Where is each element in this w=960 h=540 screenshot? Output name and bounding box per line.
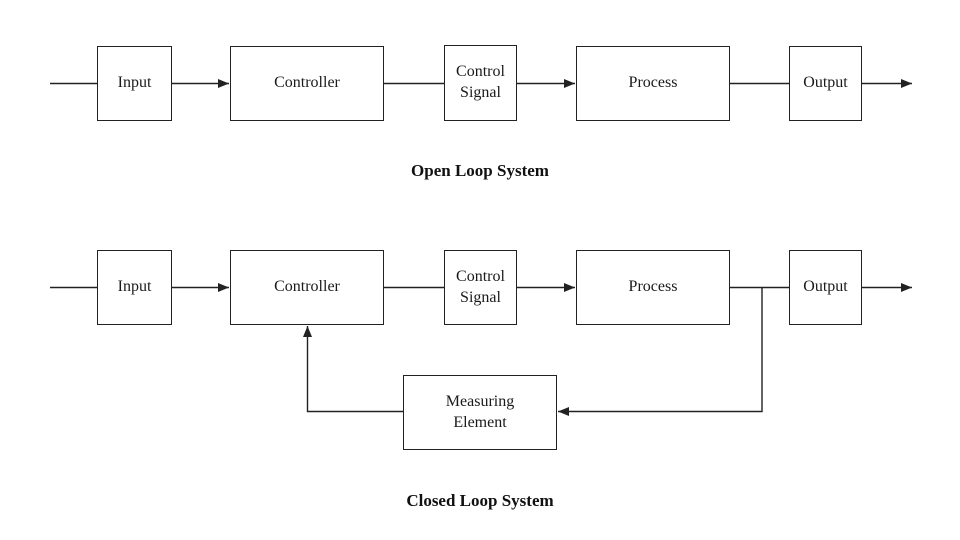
closed-loop-control-signal-box: Control Signal bbox=[444, 250, 517, 325]
closed-loop-process-box: Process bbox=[576, 250, 730, 325]
closed-loop-controller-label: Controller bbox=[274, 278, 340, 296]
open-loop-output-label: Output bbox=[803, 74, 848, 92]
open-loop-controller-box: Controller bbox=[230, 46, 384, 121]
open-loop-control-signal-box: Control Signal bbox=[444, 45, 517, 121]
closed-loop-measuring-element-label: Measuring Element bbox=[445, 392, 515, 431]
cl-measuring-to-controller-arrow bbox=[303, 326, 403, 413]
closed-loop-input-box: Input bbox=[97, 250, 172, 325]
open-loop-output-box: Output bbox=[789, 46, 862, 121]
open-loop-input-label: Input bbox=[117, 74, 152, 92]
open-loop-control-signal-label: Control Signal bbox=[456, 63, 505, 101]
open-loop-process-label: Process bbox=[628, 74, 678, 92]
cl-feedback-tap-to-measuring-arrow bbox=[558, 287, 763, 416]
closed-loop-input-label: Input bbox=[117, 278, 152, 296]
open-loop-caption: Open Loop System bbox=[411, 161, 549, 180]
closed-loop-control-signal-label: Control Signal bbox=[456, 267, 505, 306]
open-loop-process-box: Process bbox=[576, 46, 730, 121]
closed-loop-controller-box: Controller bbox=[230, 250, 384, 325]
closed-loop-caption: Closed Loop System bbox=[406, 491, 554, 510]
open-loop-controller-label: Controller bbox=[274, 74, 340, 92]
open-loop-input-box: Input bbox=[97, 46, 172, 121]
closed-loop-process-label: Process bbox=[628, 278, 678, 296]
closed-loop-output-label: Output bbox=[803, 278, 848, 296]
closed-loop-measuring-element-box: Measuring Element bbox=[403, 375, 557, 450]
closed-loop-output-box: Output bbox=[789, 250, 862, 325]
